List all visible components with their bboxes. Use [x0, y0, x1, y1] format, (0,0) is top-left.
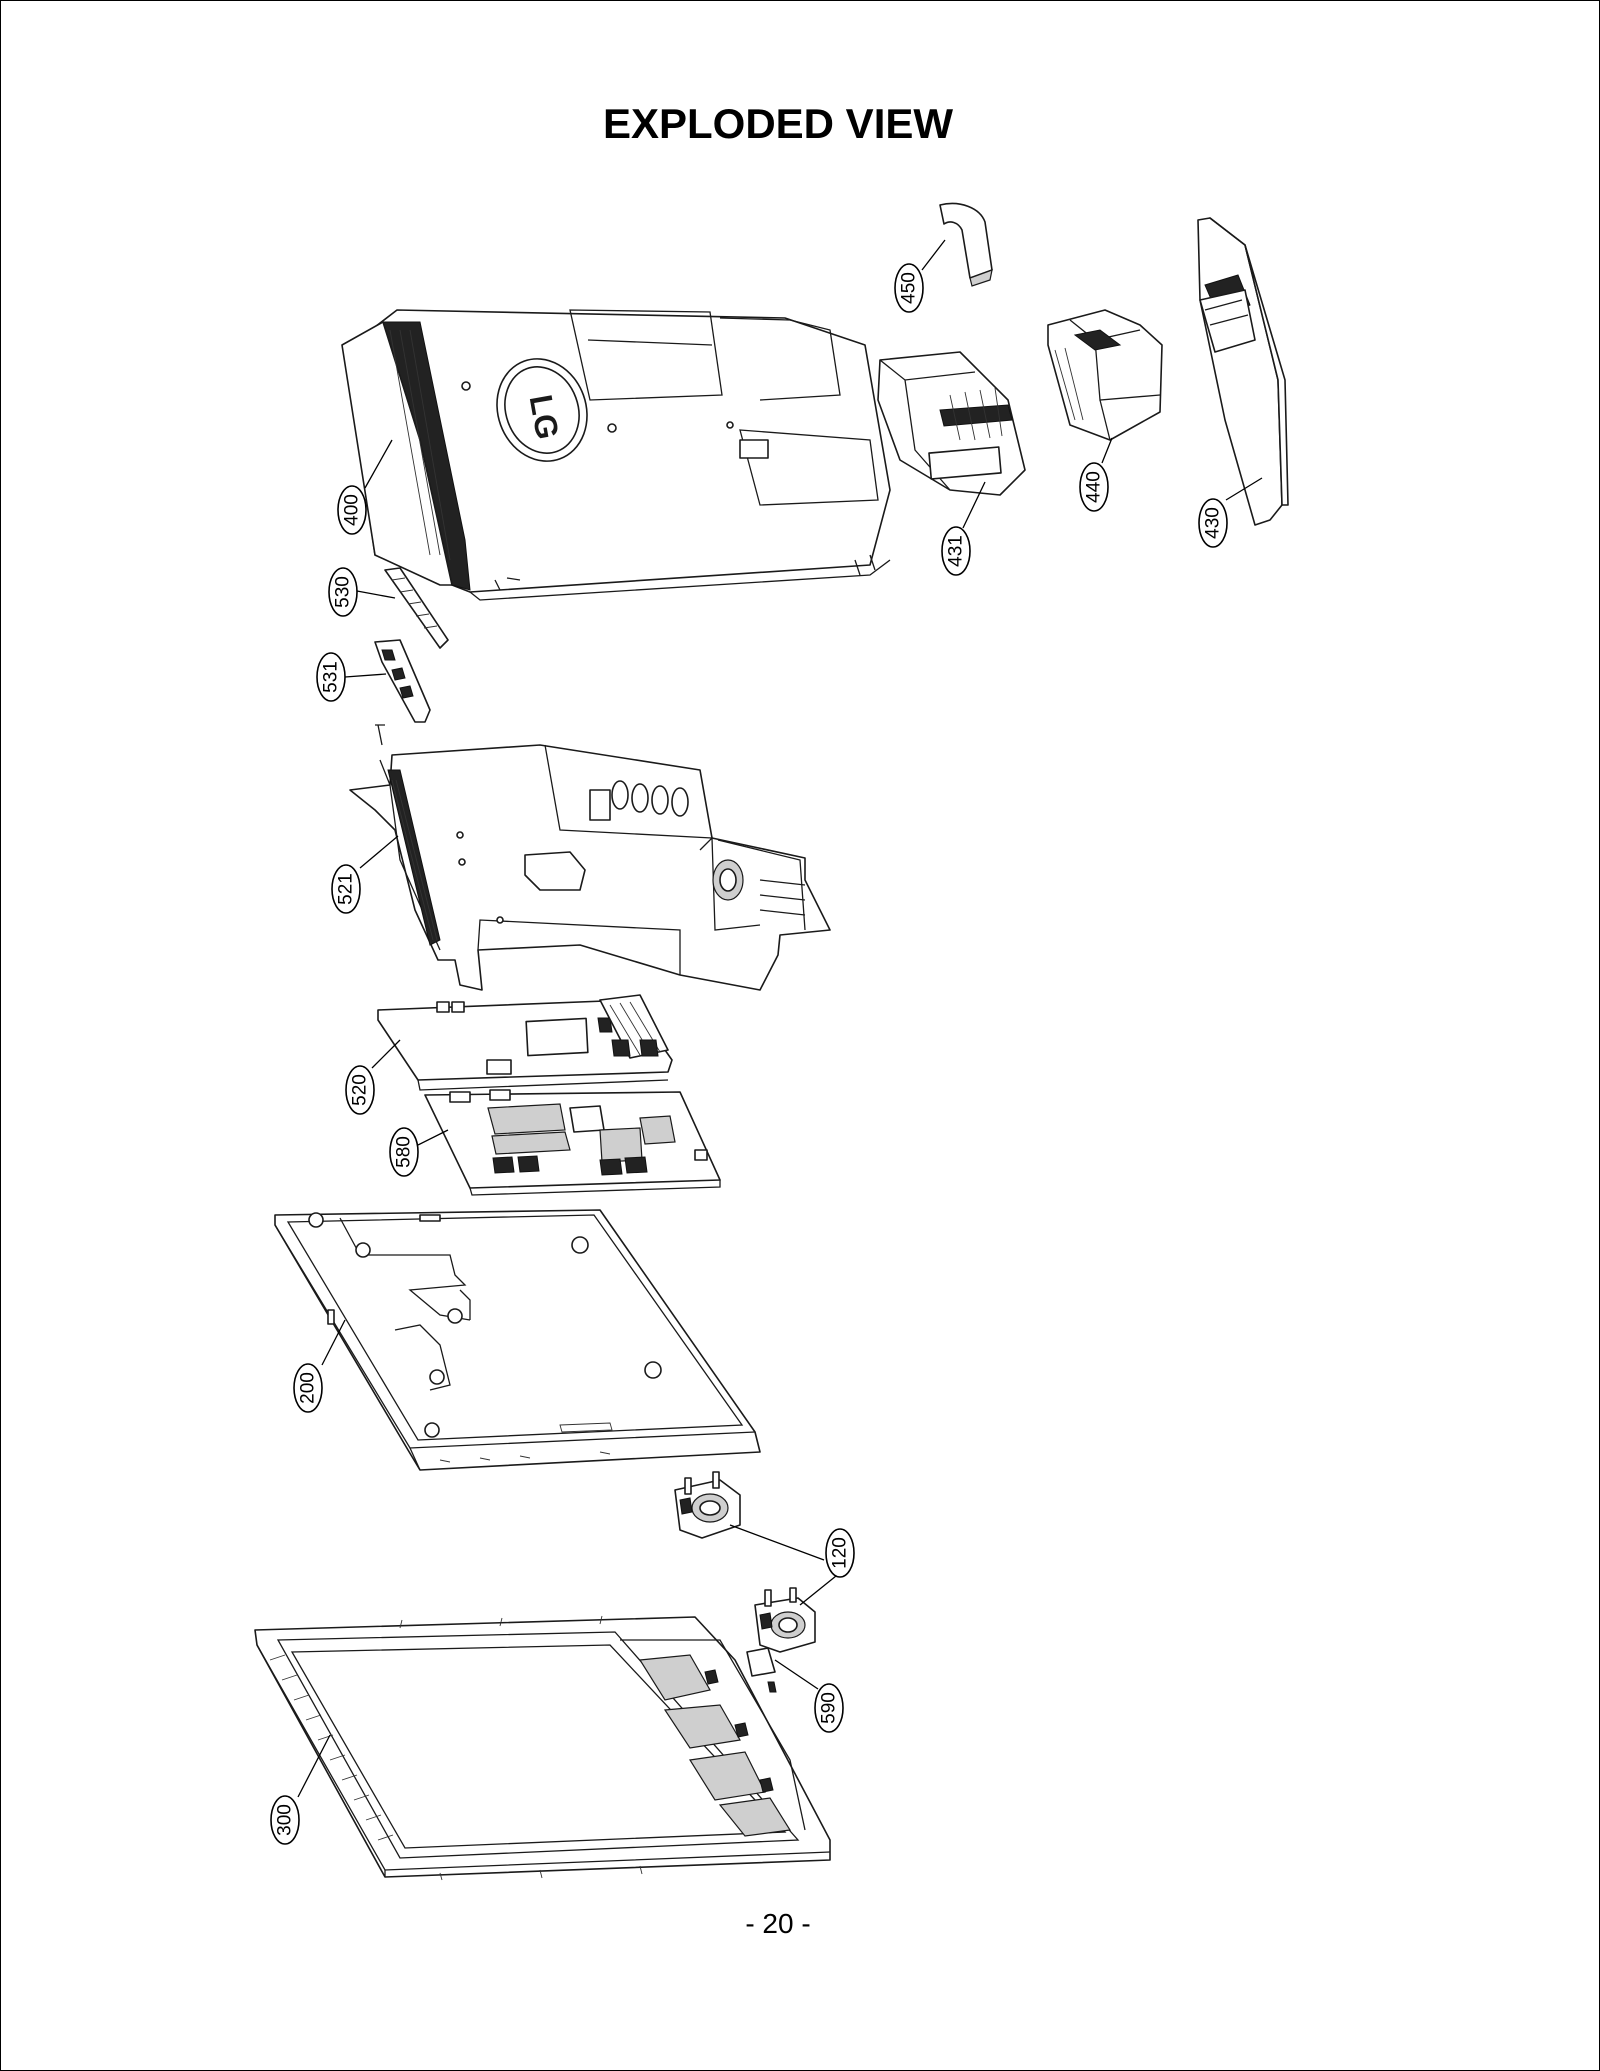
label-521: 521: [336, 873, 357, 905]
front-cabinet-part: [254, 1615, 831, 1881]
label-balloon-120: [825, 1528, 855, 1578]
label-balloon-580: [389, 1127, 419, 1177]
label-balloon-530: [328, 567, 358, 617]
label-590: 590: [819, 1692, 840, 1724]
label-430: 430: [1203, 507, 1224, 539]
page-number: - 20 -: [745, 1908, 811, 1939]
lcd-module-part: [274, 1209, 761, 1471]
label-balloon-430: [1198, 498, 1228, 548]
label-balloon-200: [293, 1363, 323, 1413]
label-balloon-300: [270, 1795, 300, 1845]
label-531: 531: [321, 661, 342, 693]
label-120: 120: [830, 1537, 851, 1569]
label-balloon-440: [1079, 462, 1109, 512]
ir-board-part: [746, 1647, 777, 1693]
speaker-lower-part: [754, 1587, 816, 1653]
label-balloon-450: [894, 263, 924, 313]
callout-labels: 450 431 440 430 400 530 531 521 520: [270, 239, 1263, 1845]
label-440: 440: [1084, 471, 1105, 503]
shield-frame-part: [349, 744, 831, 991]
label-300: 300: [275, 1804, 296, 1836]
label-400: 400: [342, 494, 363, 526]
label-balloon-521: [331, 864, 361, 914]
label-balloon-400: [337, 485, 367, 535]
label-580: 580: [394, 1136, 415, 1168]
back-cover-part: LG: [341, 309, 891, 601]
stand-base-part: [1197, 217, 1289, 526]
control-board-part: [384, 567, 449, 649]
label-431: 431: [946, 535, 967, 567]
hinge-bracket-part: [877, 351, 1026, 496]
speaker-upper-part: [674, 1471, 741, 1539]
label-balloon-431: [941, 526, 971, 576]
control-bracket-part: [374, 639, 431, 746]
label-520: 520: [350, 1074, 371, 1106]
stand-body-part: [1047, 309, 1163, 441]
label-balloon-520: [345, 1065, 375, 1115]
page-title: EXPLODED VIEW: [602, 100, 954, 147]
stand-cap-part: [939, 202, 993, 287]
label-450: 450: [899, 272, 920, 304]
power-board-part: [424, 1089, 721, 1196]
label-balloon-531: [316, 652, 346, 702]
label-balloon-590: [814, 1683, 844, 1733]
main-board-part: [377, 994, 673, 1091]
label-200: 200: [298, 1372, 319, 1404]
label-530: 530: [333, 576, 354, 608]
lg-logo-text: LG: [523, 392, 566, 442]
